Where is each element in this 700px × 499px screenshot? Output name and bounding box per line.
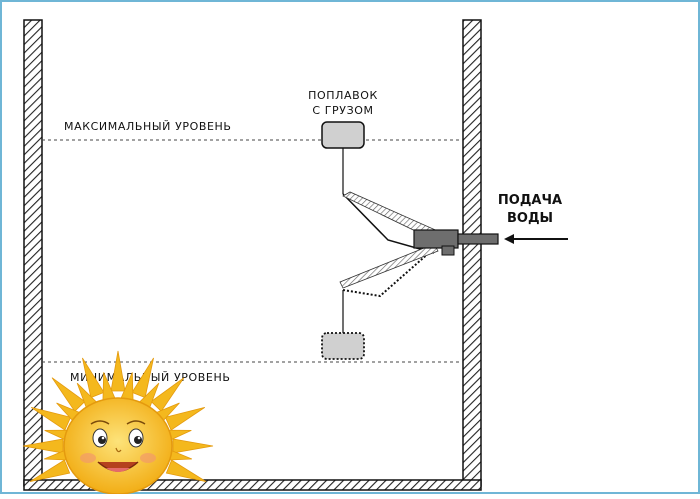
float-label-line2: С ГРУЗОМ: [312, 104, 373, 117]
valve-body: [413, 229, 459, 249]
float-lower: [321, 332, 365, 360]
inlet-pipe: [457, 233, 499, 245]
max-level-label: МАКСИМАЛЬНЫЙ УРОВЕНЬ: [64, 120, 232, 133]
tank-bottom: [23, 479, 482, 491]
float-upper: [321, 121, 365, 149]
lever-arm-open: [339, 243, 439, 289]
float-label-line1: ПОПЛАВОК: [308, 89, 378, 102]
upper-cord-lever: [342, 193, 435, 254]
min-level-label: МИНИМАЛЬНЫЙ УРОВЕНЬ: [70, 371, 230, 384]
valve-stem: [441, 245, 455, 256]
sun-watermark-icon: [22, 350, 214, 495]
tank-right-wall: [462, 19, 482, 487]
tank-left-wall: [23, 19, 43, 487]
water-supply-label-line2: ВОДЫ: [507, 211, 553, 226]
arrow-head-icon: [504, 234, 514, 244]
water-supply-label-line1: ПОДАЧА: [498, 193, 562, 208]
lower-cord-lever: [342, 251, 431, 298]
